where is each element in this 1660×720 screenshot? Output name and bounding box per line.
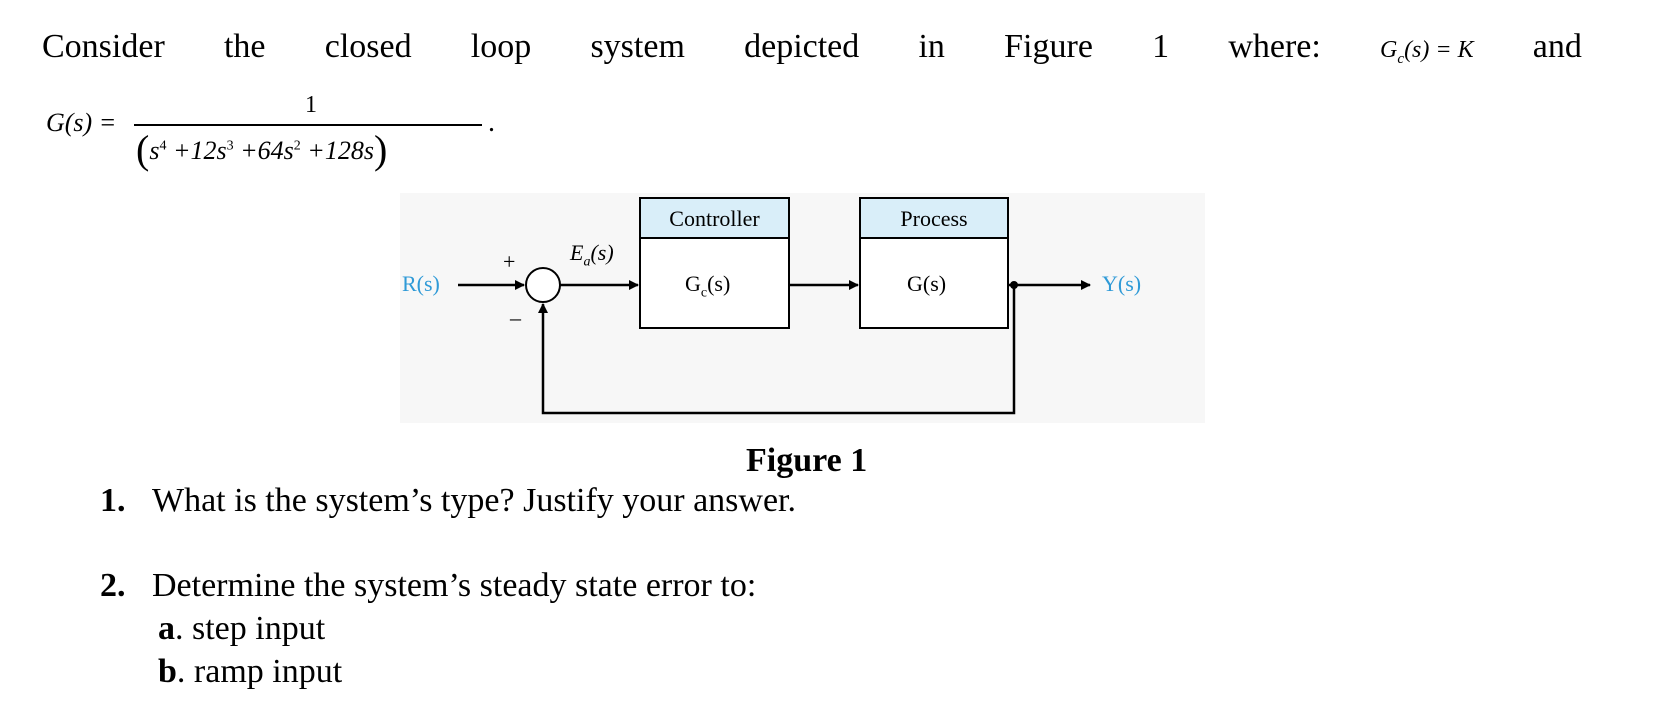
feedback-path [538,285,1016,415]
minus-sign: – [510,305,521,330]
summing-junction [525,267,561,303]
process-header [859,197,1009,239]
intro-word: depicted [744,28,860,65]
question-number: 2. [100,567,126,604]
intro-word: Consider [42,28,165,65]
intro-word: system [590,28,685,65]
sub-question-letter: a [158,610,175,647]
intro-word: in [918,28,945,65]
question-text: What is the system’s type? Justify your … [152,482,797,519]
output-signal-label: Y(s) [1102,271,1142,296]
gc-value: = K [1435,37,1474,63]
gs-denominator: (s4 +12s3 +64s2 +128s) [136,127,388,172]
question-2a: a. step input [158,610,325,648]
question-2b: b. ramp input [158,653,342,691]
figure-caption: Figure 1 [746,442,868,479]
intro-word: 1 [1152,28,1170,65]
block-diagram: Controller Gc(s) Process G(s) R(s) Y(s) … [400,193,1205,423]
question-text: Determine the system’s steady state erro… [152,567,757,604]
fraction-bar [134,124,482,126]
controller-header [639,197,790,239]
intro-word: and [1532,28,1582,65]
intro-word: the [223,28,266,65]
gc-definition: Gc(s) = K [1380,37,1474,67]
question-1: 1. What is the system’s type? Justify yo… [100,482,796,520]
error-signal-label: Ea(s) [570,240,614,270]
controller-transfer-function: Gc(s) [685,271,731,301]
gs-numerator: 1 [305,92,317,118]
process-block [859,237,1009,329]
input-signal-label: R(s) [402,271,440,296]
intro-word: loop [470,28,532,65]
intro-word: Figure [1004,28,1093,65]
gs-lhs: G(s) = [46,108,117,137]
diagram-background [400,193,1205,423]
diagram-lines [400,193,1205,423]
gs-equation: G(s) = 1 (s4 +12s3 +64s2 +128s) . [46,92,495,172]
intro-word: where: [1228,28,1321,65]
sub-question-letter: b [158,653,177,690]
controller-title: Controller [669,206,760,231]
process-title: Process [900,206,968,231]
sub-question-text: . ramp input [176,653,343,690]
problem-intro: Consider the closed loop system depicted… [42,28,1582,68]
sub-question-text: . step input [175,610,326,647]
question-number: 1. [100,482,126,519]
equation-period: . [488,107,495,138]
intro-word: closed [324,28,412,65]
question-2: 2. Determine the system’s steady state e… [100,567,756,605]
process-transfer-function: G(s) [907,271,947,296]
controller-block [639,237,790,329]
plus-sign: + [503,249,516,274]
